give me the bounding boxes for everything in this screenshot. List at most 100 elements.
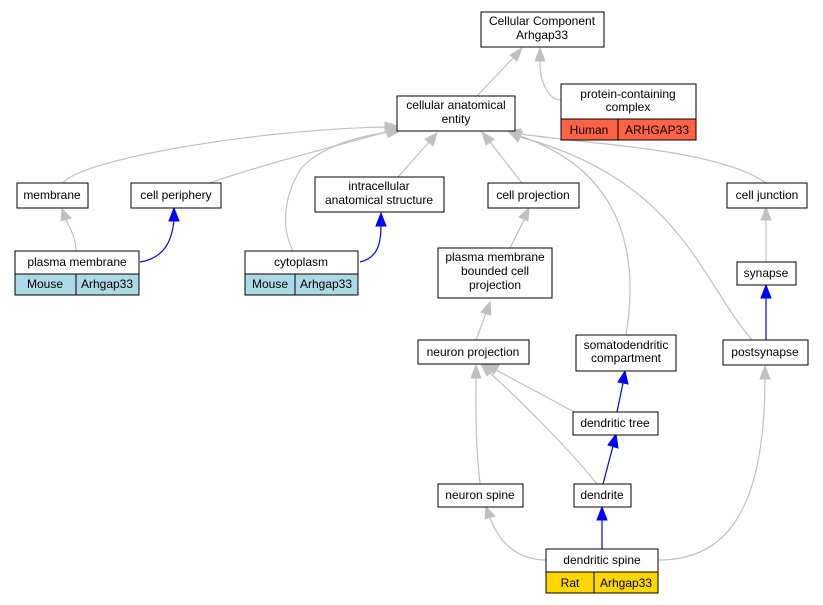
edge-cytoplasm-to-cae (284, 131, 391, 252)
arrow-head (60, 207, 72, 222)
node-label-line: cellular anatomical (406, 98, 505, 112)
edge-tree-to-np (495, 369, 581, 416)
gene-label: Arhgap33 (600, 576, 652, 590)
edge-dendrite-to-np (488, 371, 598, 485)
gene-cell-mouse (75, 273, 140, 296)
arrow-head (424, 132, 438, 147)
edge-dendrite-to-tree (602, 445, 614, 485)
node-label-line: entity (442, 112, 471, 126)
node-label-line: cytoplasm (274, 255, 328, 269)
nodes: Cellular Component Arhgap33 protein-cont… (14, 11, 809, 594)
node-label-line: membrane (23, 188, 81, 202)
arrow-head (759, 364, 771, 380)
node-label-line: plasma membrane (27, 255, 127, 269)
arrow-head (509, 46, 523, 62)
arrow-head (375, 211, 387, 227)
node-dendrite[interactable]: dendrite (573, 483, 632, 508)
node-label-line: postsynapse (731, 345, 799, 359)
arrow-head (607, 432, 619, 449)
edge-intracellular-to-cae (397, 141, 430, 178)
edge-junction-to-cae (519, 133, 767, 184)
node-protein-containing-complex[interactable]: protein-containing complex Human ARHGAP3… (560, 83, 697, 141)
gene-label: ARHGAP33 (625, 123, 689, 137)
node-plasma-membrane-bounded-cell-projection[interactable]: plasma membrane bounded cell projection (437, 247, 553, 299)
node-label-line: compartment (591, 351, 662, 365)
node-label-line: synapse (744, 266, 789, 280)
node-plasma-membrane[interactable]: plasma membrane Mouse Arhgap33 (14, 250, 140, 296)
edge-np-to-pmbcp (475, 312, 487, 341)
node-cell-periphery[interactable]: cell periphery (130, 182, 222, 209)
gene-cell-mouse (294, 273, 359, 296)
node-cell-junction[interactable]: cell junction (726, 182, 808, 209)
node-label-line: cell junction (736, 188, 799, 202)
edge-pm-to-membrane (65, 219, 77, 252)
node-label-line: protein-containing (580, 87, 675, 101)
node-label-line: neuron projection (427, 345, 520, 359)
edge-pm-to-periphery (139, 219, 175, 263)
arrow-head (480, 363, 495, 377)
species-label: Mouse (27, 277, 63, 291)
edge-somato-to-cae (519, 135, 631, 336)
node-cellular-component[interactable]: Cellular Component Arhgap33 (480, 11, 605, 48)
edge-cae-to-root (476, 56, 515, 97)
node-label-line: Arhgap33 (516, 28, 568, 42)
arrow-head (480, 300, 492, 316)
edge-projection-to-cae (489, 141, 523, 184)
edge-postsynapse-to-cae (519, 136, 753, 341)
node-cell-projection[interactable]: cell projection (487, 182, 580, 209)
node-label-line: dendritic tree (580, 416, 650, 430)
node-label-line: plasma membrane (445, 250, 545, 264)
edge-cytoplasm-to-intracellular (359, 224, 382, 263)
node-label-line: anatomical structure (325, 193, 433, 207)
arrow-head (617, 369, 629, 385)
node-label-line: dendritic spine (563, 553, 641, 567)
node-label-line: complex (606, 100, 651, 114)
edges (60, 46, 772, 561)
node-label-line: neuron spine (445, 488, 515, 502)
species-label: Rat (561, 576, 580, 590)
node-label-line: dendrite (580, 488, 624, 502)
arrow-head (481, 130, 495, 146)
arrow-head (168, 206, 180, 222)
edge-membrane-to-cae (62, 126, 386, 184)
edge-periphery-to-cae (209, 131, 387, 184)
arrow-head (484, 505, 496, 520)
node-label-line: cell projection (496, 188, 569, 202)
gene-label: Arhgap33 (300, 277, 352, 291)
edge-dspine-to-postsynapse (658, 377, 766, 561)
edge-spine-to-np (475, 376, 481, 485)
gene-cell-rat (593, 571, 659, 594)
node-label-line: Cellular Component (489, 14, 596, 28)
node-intracellular-anatomical-structure[interactable]: intracellular anatomical structure (314, 176, 445, 213)
node-cellular-anatomical-entity[interactable]: cellular anatomical entity (396, 95, 516, 132)
node-label-line: intracellular (348, 179, 409, 193)
arrow-head (760, 283, 772, 299)
gene-cell-human (617, 118, 697, 141)
node-synapse[interactable]: synapse (736, 261, 797, 286)
node-label-line: somatodendritic (584, 338, 669, 352)
node-label-line: projection (469, 278, 521, 292)
arrow-head (534, 46, 546, 62)
arrow-head (760, 205, 772, 221)
gene-label: Arhgap33 (81, 277, 133, 291)
species-label: Mouse (252, 277, 288, 291)
arrow-head (507, 131, 523, 143)
species-label: Human (570, 123, 609, 137)
node-neuron-spine[interactable]: neuron spine (437, 483, 524, 508)
node-neuron-projection[interactable]: neuron projection (417, 339, 530, 365)
arrow-head (596, 505, 608, 521)
edge-tree-to-somato (616, 382, 624, 413)
node-dendritic-tree[interactable]: dendritic tree (572, 411, 659, 436)
node-membrane[interactable]: membrane (16, 182, 89, 209)
node-postsynapse[interactable]: postsynapse (722, 339, 809, 366)
node-somatodendritic-compartment[interactable]: somatodendritic compartment (575, 334, 677, 372)
edge-pmbcp-to-projection (509, 219, 525, 249)
node-label-line: bounded cell (461, 264, 529, 278)
arrow-head (387, 126, 402, 138)
node-label-line: cell periphery (140, 188, 211, 202)
node-dendritic-spine[interactable]: dendritic spine Rat Arhgap33 (545, 548, 659, 594)
arrow-head (470, 363, 482, 379)
edge-complex-to-root (539, 59, 562, 101)
node-cytoplasm[interactable]: cytoplasm Mouse Arhgap33 (244, 250, 359, 296)
